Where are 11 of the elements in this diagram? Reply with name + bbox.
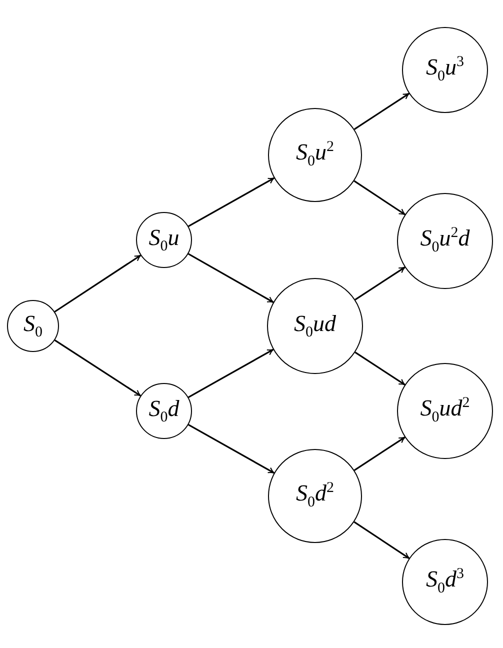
node-label: S$_{0}$u: [148, 224, 180, 256]
node-label: S$_{0}$ud$^{2}$: [420, 395, 470, 427]
node-label: S$_{0}$: [24, 310, 42, 342]
node-label: S$_{0}$u$^{2}$: [296, 139, 334, 171]
node-label: S$_{0}$u$^{2}$d: [420, 225, 470, 257]
node-label: S$_{0}$u$^{3}$: [426, 54, 464, 86]
node-label: S$_{0}$d$^{3}$: [426, 566, 464, 598]
node-label: S$_{0}$d: [148, 396, 180, 426]
state-circle: [7, 300, 59, 352]
node-label: S$_{0}$ud: [294, 310, 336, 342]
node-label: S$_{0}$d$^{2}$: [296, 480, 334, 512]
